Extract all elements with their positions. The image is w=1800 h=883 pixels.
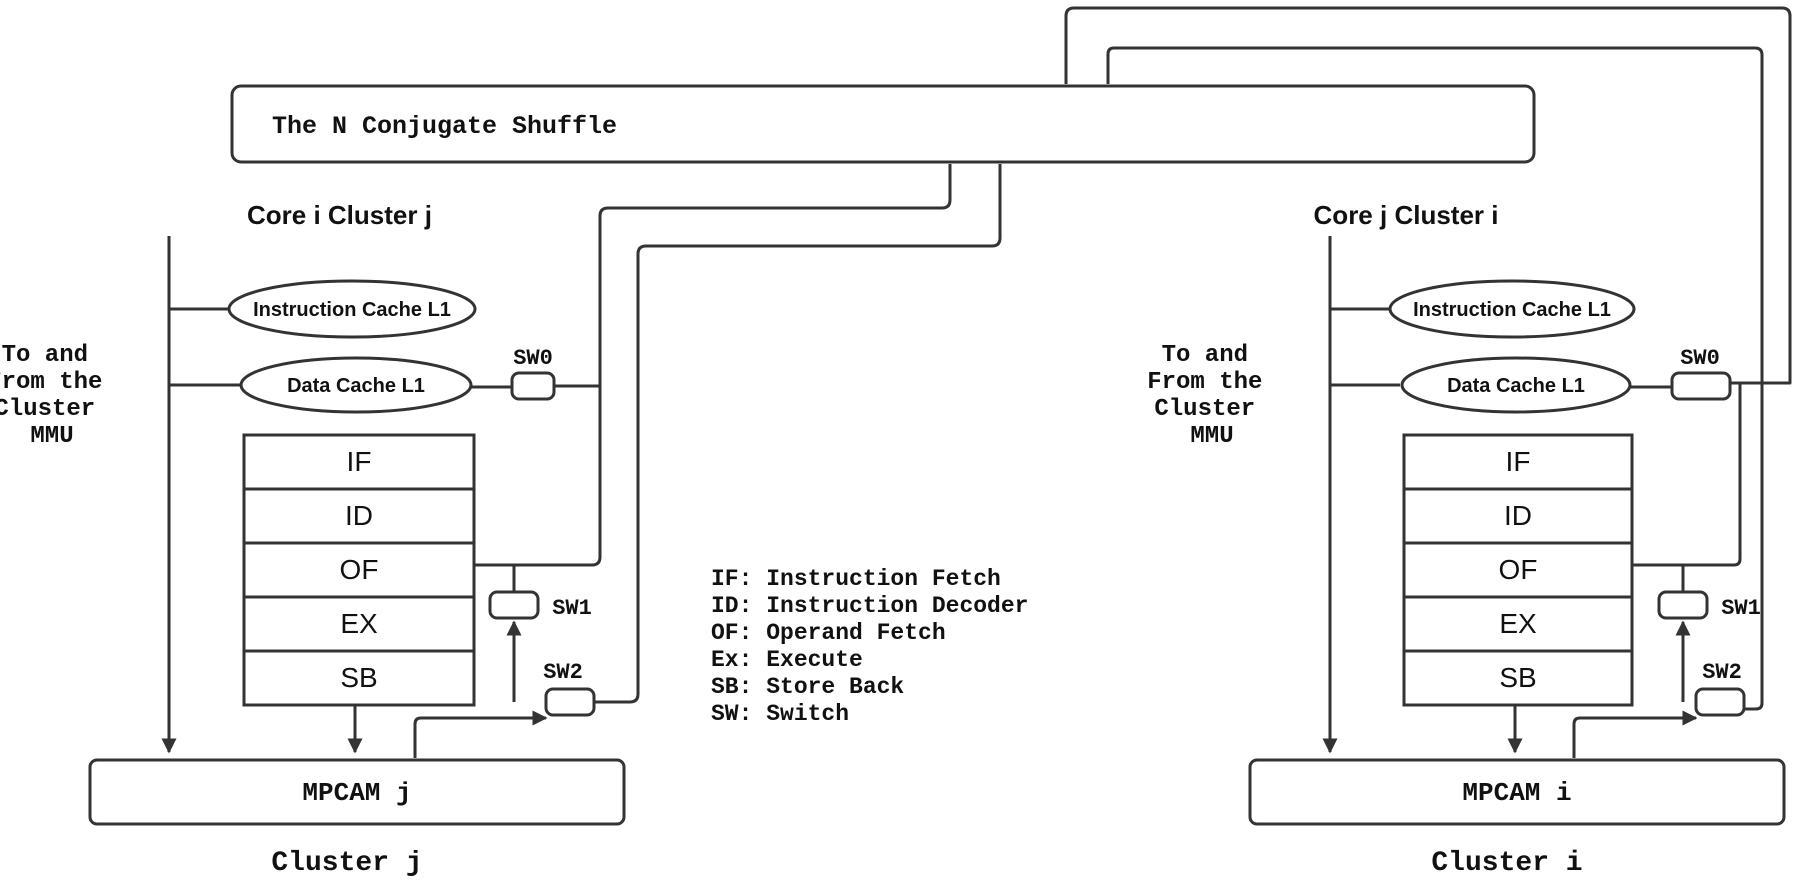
legend-item: OF: Operand Fetch xyxy=(711,620,946,646)
right-instruction-cache xyxy=(1388,279,1636,339)
left-stage-sb-label: SB xyxy=(340,662,377,693)
left-instruction-cache xyxy=(227,279,477,339)
left-stage-sb xyxy=(242,649,476,707)
right-stage-id xyxy=(1402,487,1634,545)
right-cluster-label: Cluster i xyxy=(1431,848,1582,879)
right-stage-ex-label: EX xyxy=(1499,608,1537,639)
legend: IF: Instruction Fetch ID: Instruction De… xyxy=(711,566,1028,727)
shuffle-to-left-sw2-wire xyxy=(594,164,1002,704)
legend-item: IF: Instruction Fetch xyxy=(711,566,1001,592)
right-mmu-label: To and From the Cluster MMU xyxy=(1147,342,1277,450)
left-stage-if-label: IF xyxy=(347,446,372,477)
right-sw2-label: SW2 xyxy=(1702,660,1742,685)
right-sw0-label: SW0 xyxy=(1680,346,1720,371)
right-data-cache xyxy=(1400,356,1632,414)
left-sw2-label: SW2 xyxy=(543,660,583,685)
left-stage-of xyxy=(242,541,476,599)
left-data-cache xyxy=(239,356,473,414)
right-of-outer-wire xyxy=(1632,383,1742,567)
shuffle-to-right-sw2-wire xyxy=(1106,46,1764,711)
legend-item: SB: Store Back xyxy=(711,674,904,700)
right-cluster: Core j Cluster i To and From the Cluster… xyxy=(1147,200,1786,879)
left-sw1-label: SW1 xyxy=(552,596,592,621)
left-mpcam-box xyxy=(88,758,626,826)
left-stage-of-label: OF xyxy=(340,554,379,585)
right-mpcam-box xyxy=(1248,758,1786,826)
left-instruction-cache-label: Instruction Cache L1 xyxy=(253,299,451,321)
right-core-title: Core j Cluster i xyxy=(1314,200,1499,230)
shuffle-box xyxy=(230,84,1536,164)
right-sw1-switch[interactable] xyxy=(1657,590,1709,620)
right-stage-of xyxy=(1402,541,1634,599)
left-mmu-label: To and From the Cluster MMU xyxy=(0,342,117,450)
shuffle-label: The N Conjugate Shuffle xyxy=(272,112,617,141)
right-sw1-label: SW1 xyxy=(1721,596,1761,621)
left-mpcam-label: MPCAM j xyxy=(302,778,411,808)
right-stage-id-label: ID xyxy=(1504,500,1532,531)
left-stage-id-label: ID xyxy=(345,500,373,531)
legend-item: SW: Switch xyxy=(711,701,849,727)
right-stage-if-label: IF xyxy=(1506,446,1531,477)
left-stage-ex-label: EX xyxy=(340,608,378,639)
left-cluster: Core i Cluster j To and From the Cluster… xyxy=(0,200,626,879)
right-data-cache-label: Data Cache L1 xyxy=(1447,375,1585,397)
left-sw2-to-mpcam-wire xyxy=(413,710,548,758)
right-stage-sb xyxy=(1402,649,1634,707)
left-cluster-label: Cluster j xyxy=(271,848,422,879)
right-instruction-cache-label: Instruction Cache L1 xyxy=(1413,299,1611,321)
right-stage-ex xyxy=(1402,595,1634,653)
right-sw2-to-mpcam-wire xyxy=(1572,710,1698,758)
right-sw0-switch[interactable] xyxy=(1670,371,1732,401)
legend-item: Ex: Execute xyxy=(711,647,863,673)
right-stage-sb-label: SB xyxy=(1499,662,1536,693)
shuffle-to-right-sw0-wire xyxy=(1064,6,1792,385)
left-sw2-switch[interactable] xyxy=(544,687,596,717)
shuffle-to-left-sw0-wire xyxy=(474,164,952,567)
left-data-cache-label: Data Cache L1 xyxy=(287,375,425,397)
left-sw0-label: SW0 xyxy=(513,346,553,371)
left-stage-ex xyxy=(242,595,476,653)
left-core-title: Core i Cluster j xyxy=(247,200,432,230)
left-sw0-switch[interactable] xyxy=(510,371,556,401)
left-sw1-switch[interactable] xyxy=(488,590,540,620)
legend-item: ID: Instruction Decoder xyxy=(711,593,1028,619)
right-stage-if xyxy=(1402,433,1634,491)
right-mpcam-label: MPCAM i xyxy=(1462,778,1571,808)
right-stage-of-label: OF xyxy=(1499,554,1538,585)
left-stage-id xyxy=(242,487,476,545)
right-sw2-switch[interactable] xyxy=(1694,687,1746,717)
